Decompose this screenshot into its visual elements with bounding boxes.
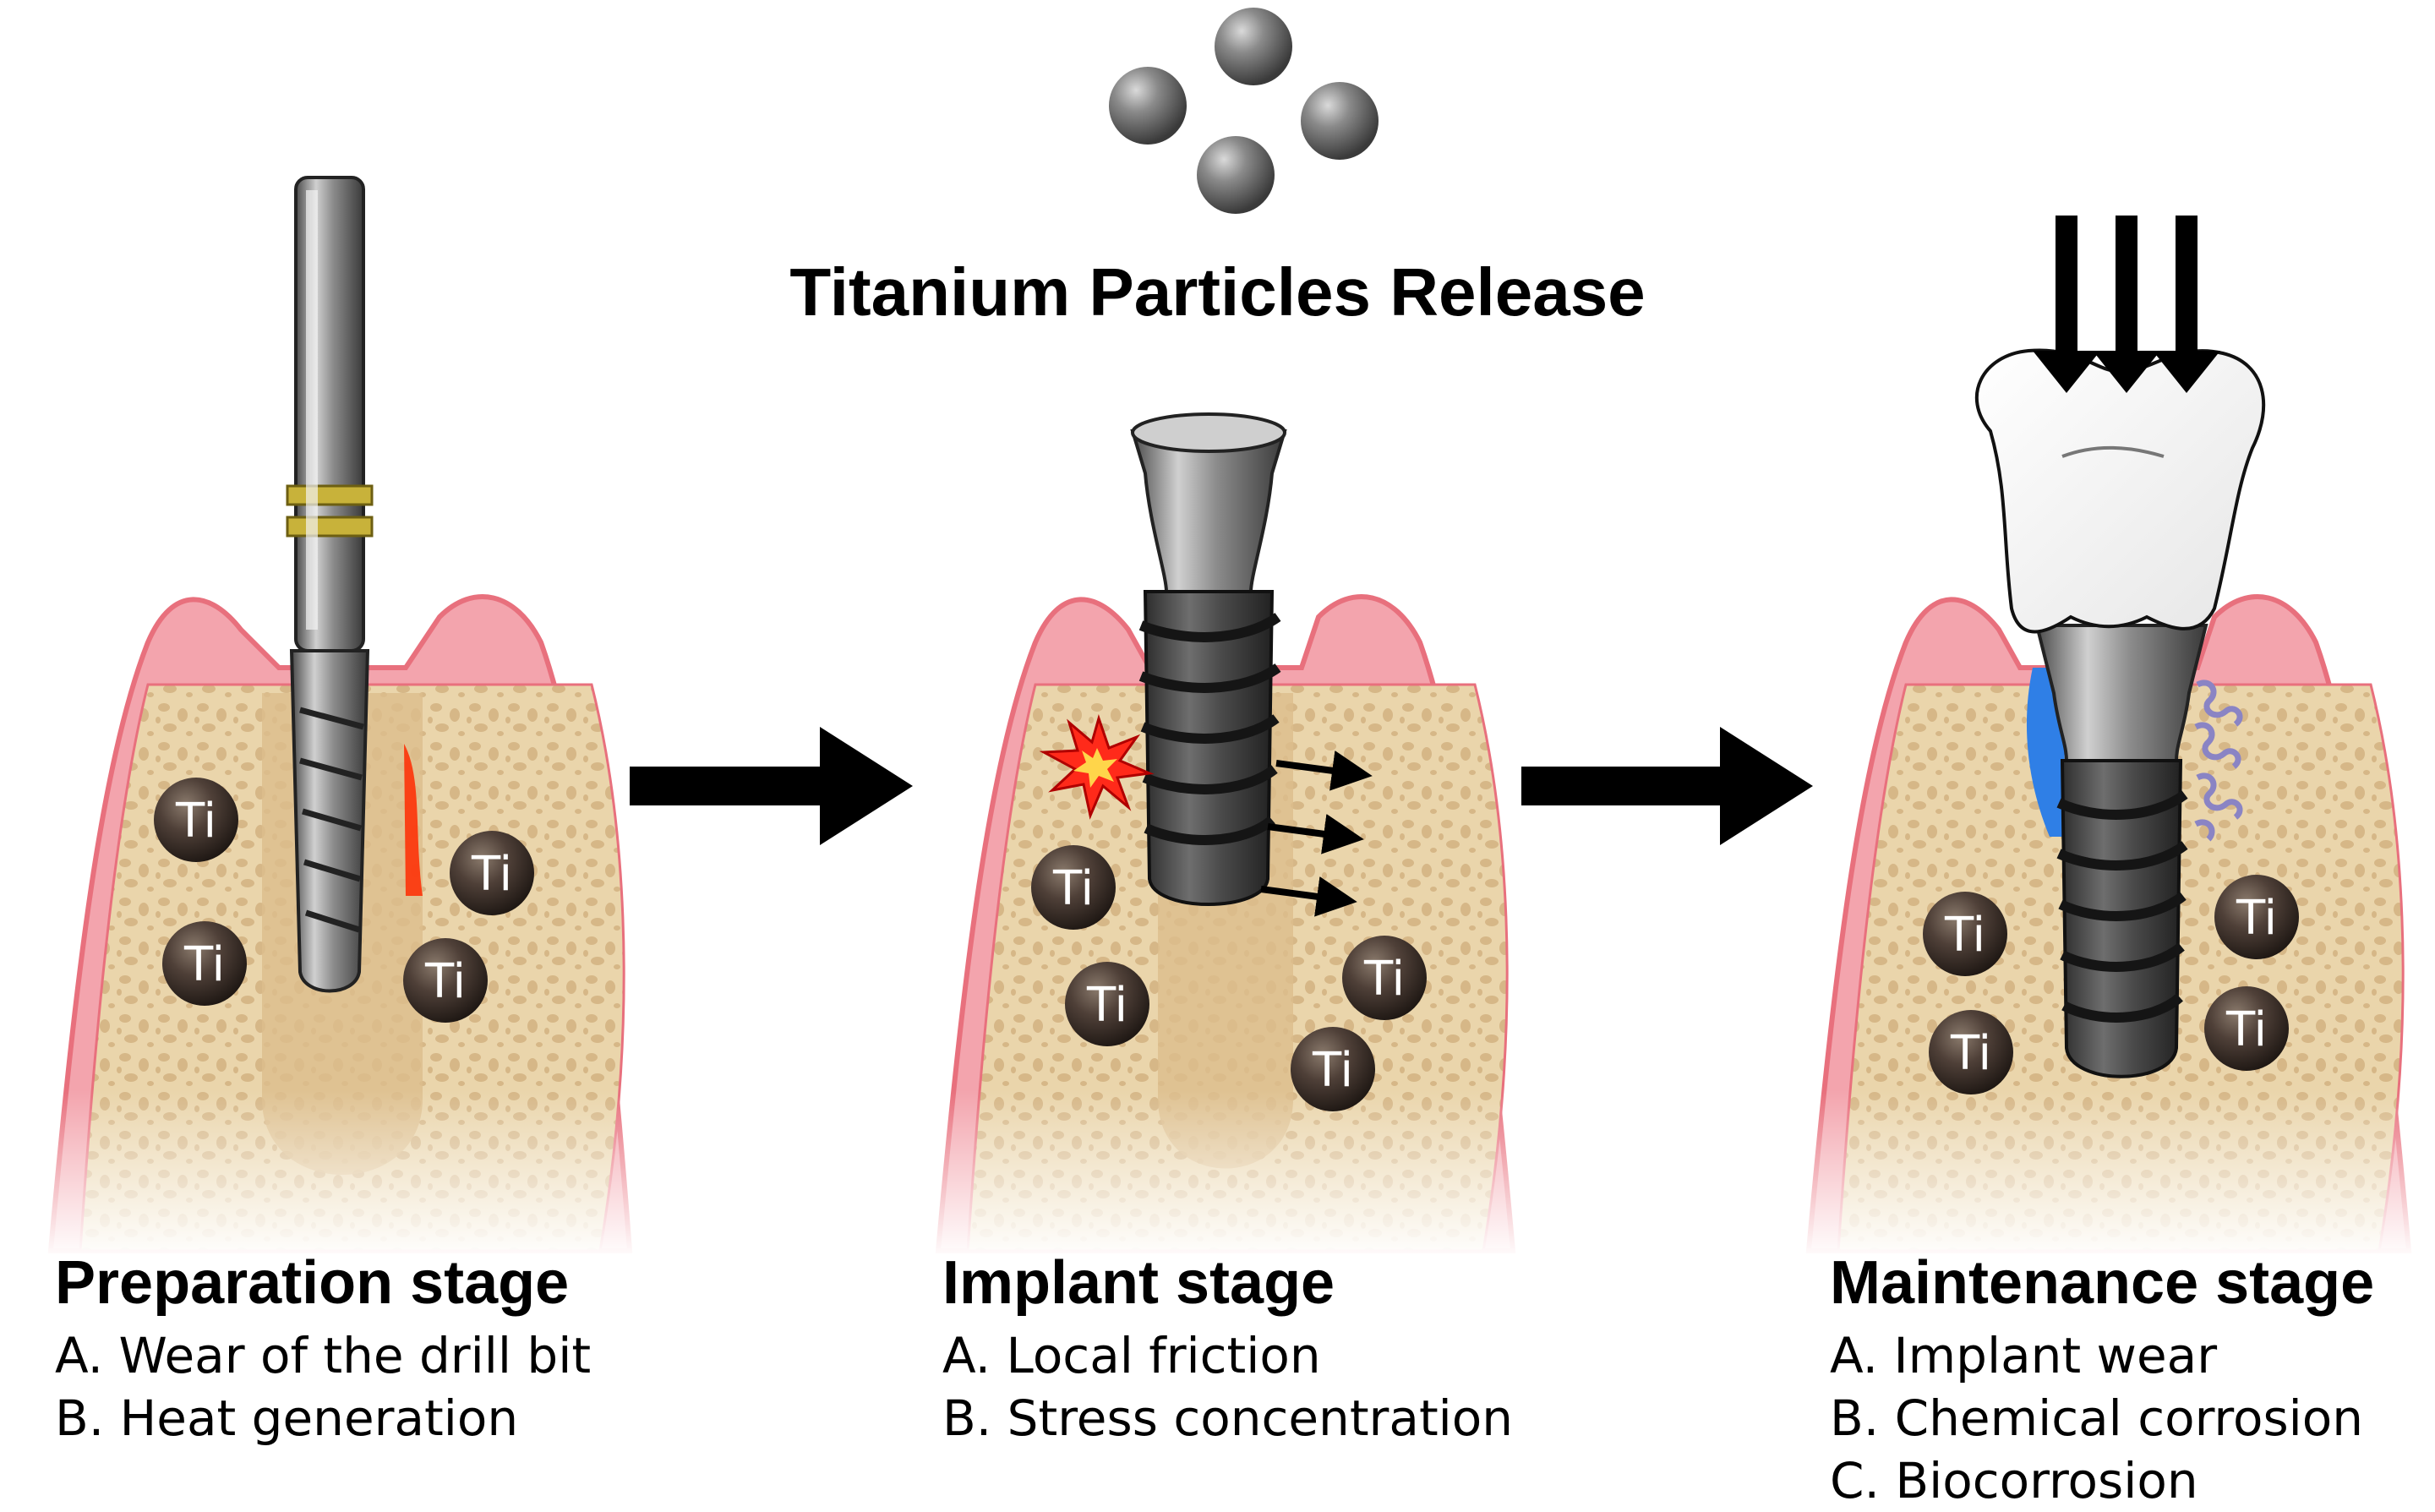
svg-text:Ti: Ti <box>2225 1002 2267 1057</box>
particle-ball-icon <box>1197 136 1275 214</box>
implant-icon <box>1130 412 1287 906</box>
ti-particle-icon: Ti <box>154 778 238 862</box>
stage-preparation: Preparation stage A. Wear of the drill b… <box>55 1247 591 1449</box>
stage-implant: Implant stage A. Local friction B. Stres… <box>942 1247 1513 1449</box>
stage-item: A. Wear of the drill bit <box>55 1327 592 1384</box>
crown-icon <box>1974 348 2266 634</box>
stage-item: A. Local friction <box>942 1327 1321 1384</box>
svg-text:Ti: Ti <box>175 794 216 849</box>
arrow-down-icon <box>2033 216 2100 393</box>
particle-ball-icon <box>1109 67 1187 145</box>
ti-particle-icon: Ti <box>2204 986 2289 1071</box>
arrow-right-icon <box>1275 751 1373 791</box>
stage-maintenance: Maintenance stage A. Implant wear B. Che… <box>1830 1247 2374 1512</box>
friction-arrows <box>1260 751 1373 917</box>
stage-item: C. Biocorrosion <box>1830 1452 2198 1509</box>
arrow-right-icon <box>1521 727 1813 845</box>
bottom-fade <box>921 1090 1538 1259</box>
drill-bit-icon <box>286 176 374 993</box>
ti-particle-icon: Ti <box>403 938 488 1023</box>
ti-particle-icon: Ti <box>1342 936 1427 1020</box>
svg-text:Ti: Ti <box>1950 1026 1991 1081</box>
ti-particle-icon: Ti <box>1923 892 2007 976</box>
particle-ball-icon <box>1215 8 1292 85</box>
ti-particle-icon: Ti <box>1929 1010 2013 1094</box>
ti-particle-icon: Ti <box>1291 1027 1375 1111</box>
arrow-right-icon <box>1267 814 1364 854</box>
ti-particle-icon: Ti <box>2214 875 2299 959</box>
svg-text:Ti: Ti <box>1944 908 1985 963</box>
ti-particle-icon: Ti <box>1031 845 1116 930</box>
panel-preparation <box>34 176 651 1259</box>
ti-particles: Ti Ti Ti Ti Ti Ti Ti Ti Ti Ti Ti Ti <box>154 778 2299 1111</box>
svg-text:Ti: Ti <box>424 954 466 1009</box>
floating-particles <box>1109 8 1379 214</box>
stage-title: Implant stage <box>942 1249 1335 1317</box>
stage-item: B. Heat generation <box>55 1389 519 1447</box>
panel-implant <box>921 412 1538 1259</box>
heat-zone <box>404 744 423 896</box>
stage-item: B. Chemical corrosion <box>1830 1389 2364 1447</box>
panel-maintenance <box>1792 216 2435 1259</box>
main-title: Titanium Particles Release <box>789 254 1646 330</box>
particle-ball-icon <box>1301 82 1379 160</box>
arrow-right-icon <box>1260 876 1357 917</box>
bottom-fade <box>1792 1090 2435 1259</box>
arrow-right-icon <box>630 727 913 845</box>
svg-text:Ti: Ti <box>2236 891 2277 946</box>
ti-particle-icon: Ti <box>1065 962 1149 1046</box>
stage-title: Preparation stage <box>55 1249 570 1317</box>
svg-text:Ti: Ti <box>471 847 512 902</box>
ti-particle-icon: Ti <box>162 921 247 1006</box>
svg-text:Ti: Ti <box>183 937 225 992</box>
stress-burst-icon <box>1039 713 1155 820</box>
stage-title: Maintenance stage <box>1830 1249 2375 1317</box>
arrow-down-icon <box>2093 216 2160 393</box>
svg-text:Ti: Ti <box>1086 978 1127 1033</box>
stage-item: B. Stress concentration <box>942 1389 1514 1447</box>
svg-text:Ti: Ti <box>1052 861 1094 916</box>
stage-item: A. Implant wear <box>1830 1327 2218 1384</box>
arrow-down-icon <box>2153 216 2220 393</box>
implant-icon <box>2034 624 2208 1078</box>
bottom-fade <box>34 1090 651 1259</box>
bacteria-icon <box>2194 680 2243 842</box>
ti-particle-icon: Ti <box>450 831 534 915</box>
svg-text:Ti: Ti <box>1312 1043 1353 1098</box>
svg-text:Ti: Ti <box>1363 952 1405 1007</box>
occlusal-force-arrows <box>2033 216 2220 393</box>
